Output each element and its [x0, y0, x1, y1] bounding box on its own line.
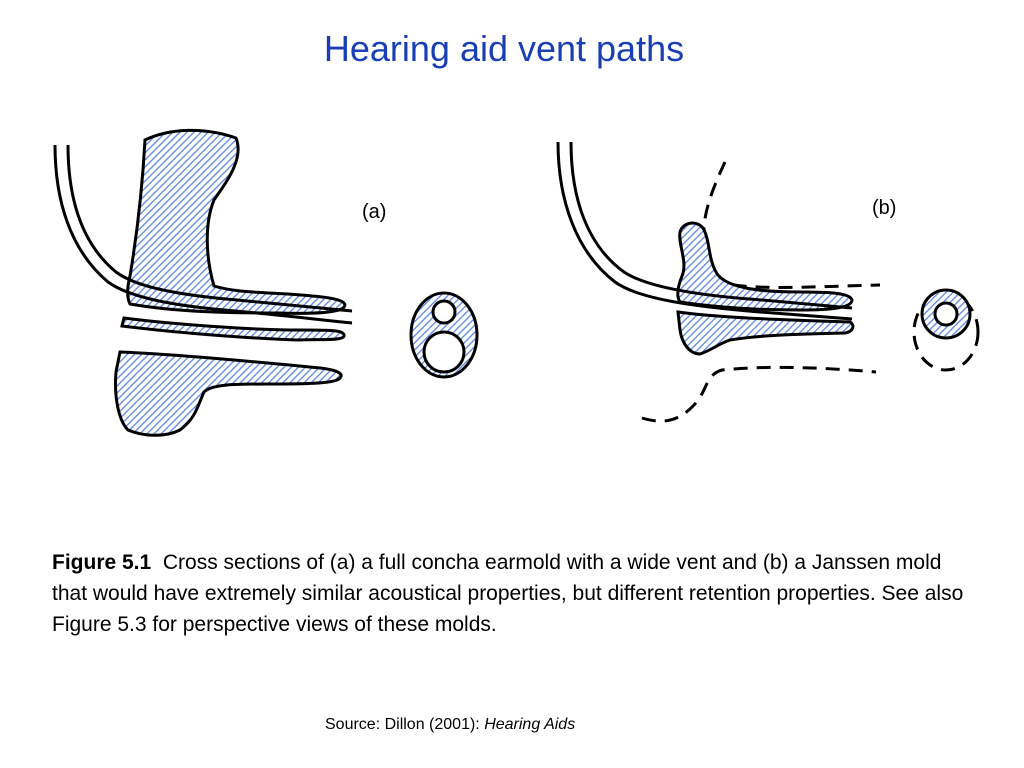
caption-text: Cross sections of (a) a full concha earm… — [52, 551, 964, 636]
ear-outline-lower-dashed — [641, 365, 877, 423]
sound-tube-inner — [66, 144, 353, 313]
ear-outline-upper-dashed — [702, 161, 881, 289]
sound-tube-b-outer — [556, 141, 853, 321]
earmold-middle-strip — [120, 316, 346, 342]
end-view-b-tube-hole — [933, 301, 959, 327]
source-book-title: Hearing Aids — [484, 716, 576, 733]
slide-title: Hearing aid vent paths — [323, 28, 685, 69]
figure-caption: Figure 5.1 Cross sections of (a) a full … — [52, 547, 982, 640]
source-citation: Source: Dillon (2001): Hearing Aids — [325, 716, 575, 734]
earmold-lower-body — [114, 350, 343, 437]
earmold-diagram: (a) (b) — [53, 128, 980, 437]
end-view-vent-hole — [422, 330, 466, 374]
janssen-mold-lower — [676, 310, 855, 356]
panel-a-cross-section: (a) — [53, 128, 479, 437]
sound-tube-b-inner — [569, 141, 853, 310]
earmold-upper-body — [126, 128, 347, 315]
janssen-mold-upper — [676, 221, 854, 312]
end-view-tube-hole — [431, 299, 457, 325]
panel-a-label: (a) — [362, 201, 386, 223]
sound-tube-outer — [53, 144, 353, 325]
figure-label: Figure 5.1 — [52, 551, 152, 574]
source-prefix: Source: Dillon (2001): — [325, 716, 485, 733]
panel-b-label: (b) — [872, 197, 896, 219]
panel-b-cross-section: (b) — [556, 141, 980, 423]
